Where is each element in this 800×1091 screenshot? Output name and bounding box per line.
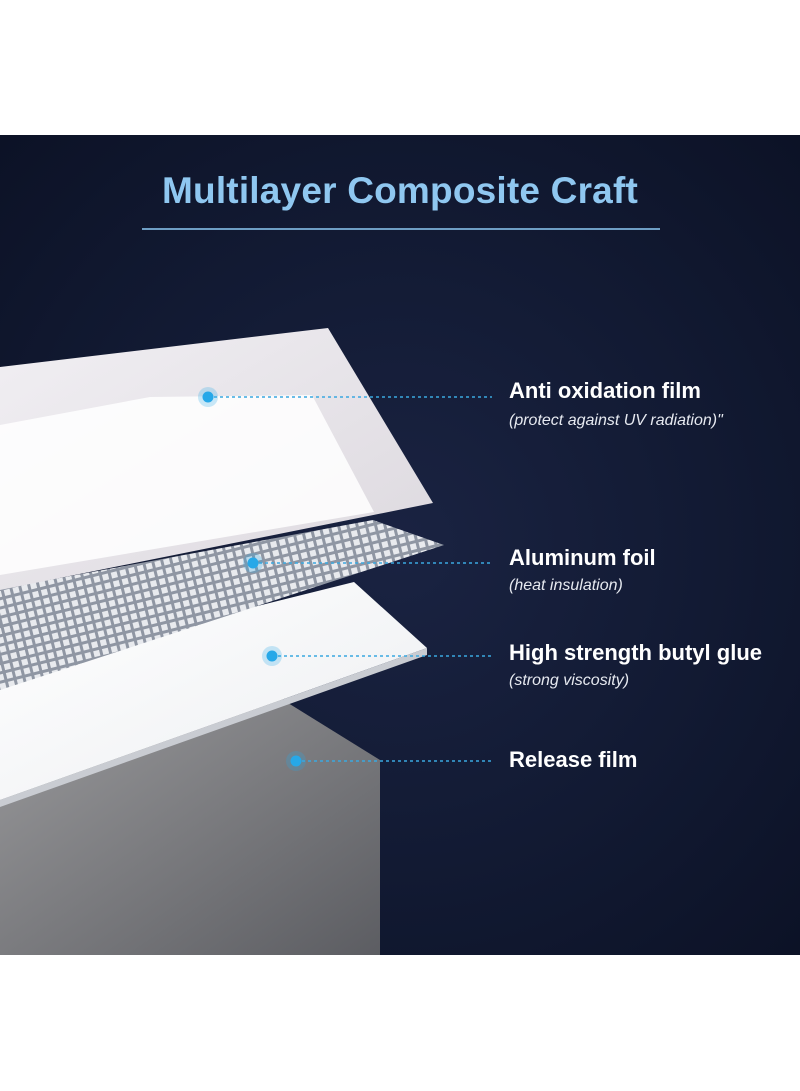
layer-label-butyl-glue: High strength butyl glue bbox=[509, 640, 762, 665]
layer-label-release-film: Release film bbox=[509, 747, 638, 772]
layer-desc-butyl-glue: (strong viscosity) bbox=[509, 672, 630, 689]
layer-label-aluminum-foil: Aluminum foil bbox=[509, 545, 656, 570]
butyl-glue-edge bbox=[0, 648, 427, 807]
layer-desc-anti-oxidation: (protect against UV radiation)" bbox=[509, 412, 723, 429]
page-title: Multilayer Composite Craft bbox=[162, 170, 638, 211]
callout-dot-1 bbox=[202, 391, 214, 403]
callout-dot-4 bbox=[290, 755, 302, 767]
title-underline bbox=[142, 228, 660, 230]
anti-oxidation-film-inner bbox=[0, 395, 374, 575]
layer-desc-aluminum-foil: (heat insulation) bbox=[509, 577, 623, 594]
layer-label-anti-oxidation: Anti oxidation film bbox=[509, 378, 701, 403]
diagram-panel: Multilayer Composite Craft bbox=[0, 135, 800, 955]
layer-illustration bbox=[0, 328, 492, 955]
callout-dot-3 bbox=[266, 650, 278, 662]
callout-dot-2 bbox=[247, 557, 259, 569]
butyl-glue-layer bbox=[0, 582, 427, 800]
